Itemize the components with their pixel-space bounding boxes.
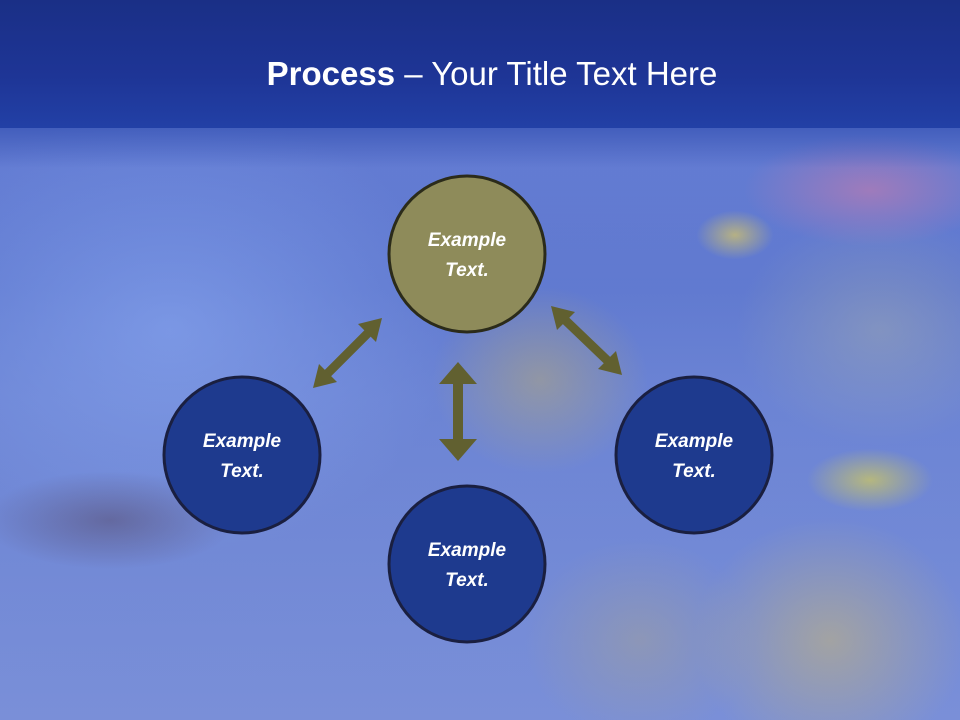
arrow-vertical-head-down — [439, 439, 477, 461]
node-top-circle — [387, 174, 547, 334]
title-bar-fade — [0, 128, 960, 168]
node-left: Example Text. — [162, 375, 322, 535]
node-bottom: Example Text. — [387, 484, 547, 644]
node-right-circle — [614, 375, 774, 535]
arrow-top-right-shaft — [559, 314, 614, 367]
arrow-vertical-head-up — [439, 362, 477, 384]
title-bar — [0, 0, 960, 128]
node-bottom-circle — [387, 484, 547, 644]
arrow-top-right — [551, 306, 622, 375]
node-top-line2: Text. — [445, 260, 489, 281]
arrow-top-left — [313, 318, 382, 388]
node-right-line1: Example — [655, 431, 734, 452]
node-right: Example Text. — [614, 375, 774, 535]
arrow-top-left-head-a — [358, 318, 382, 342]
slide-title-bold: Process — [266, 55, 396, 92]
node-right-line2: Text. — [672, 461, 716, 482]
arrow-top-left-head-b — [313, 364, 337, 388]
node-left-line2: Text. — [220, 461, 264, 482]
node-left-line1: Example — [203, 431, 282, 452]
arrow-top-left-shaft — [321, 327, 374, 380]
arrow-vertical — [439, 362, 477, 461]
slide-title-rest: – Your Title Text Here — [395, 55, 718, 92]
node-left-circle — [162, 375, 322, 535]
node-bottom-line2: Text. — [445, 570, 489, 591]
node-bottom-line1: Example — [428, 540, 507, 561]
node-top-line1: Example — [428, 230, 507, 251]
arrow-top-right-head-b — [598, 351, 622, 375]
slide-title: Process – Your Title Text Here — [0, 50, 960, 98]
arrow-top-right-head-a — [551, 306, 575, 330]
node-top: Example Text. — [387, 174, 547, 334]
